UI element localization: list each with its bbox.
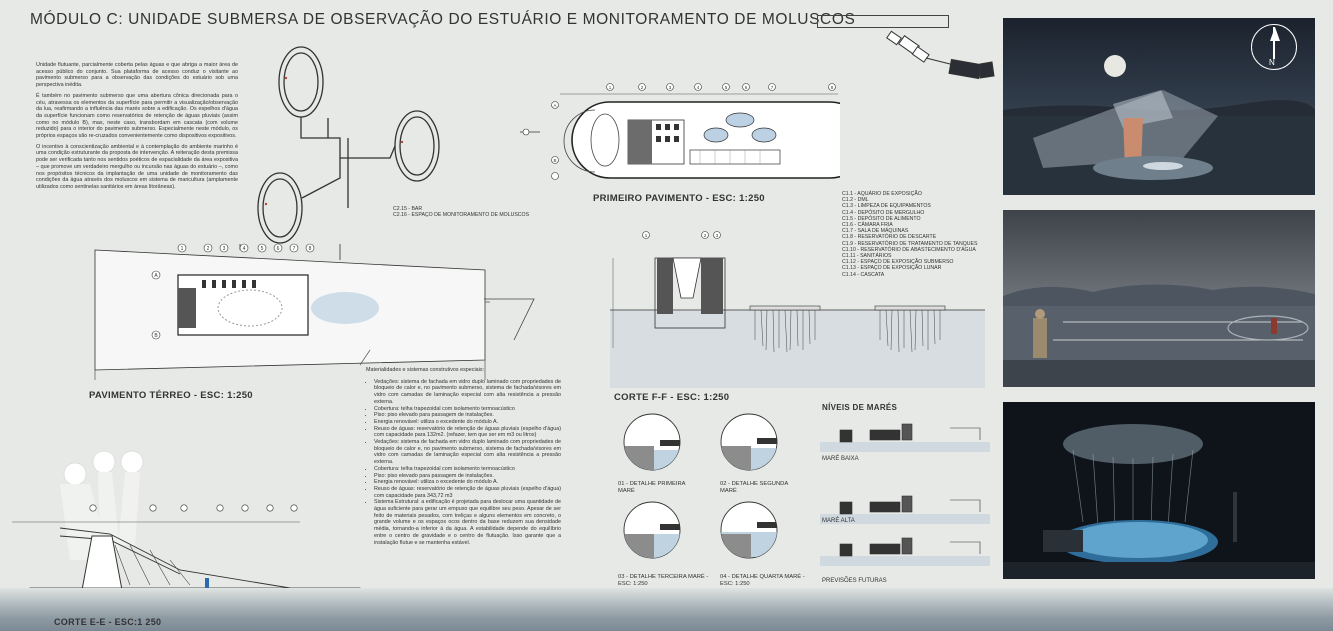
floor-legend-item: C1.5 - DEPÓSITO DE ALIMENTO <box>842 215 921 222</box>
materials-item: Energia renovável: utiliza o excedente d… <box>374 419 561 426</box>
first-floor-label: PRIMEIRO PAVIMENTO - ESC: 1:250 <box>593 193 765 204</box>
tide-level-label: MARÉ ALTA <box>822 518 855 524</box>
axis-label: 8 <box>309 246 312 252</box>
svg-text:7: 7 <box>771 85 774 90</box>
page-title: MÓDULO C: UNIDADE SUBMERSA DE OBSERVAÇÃO… <box>30 11 856 28</box>
detail-caption: 02 - DETALHE SEGUNDA MARÉ <box>720 481 788 494</box>
materials-item: Vedações: sistema de fachada em vidro du… <box>374 379 561 406</box>
tide-level-label: PREVISÕES FUTURAS <box>822 578 887 584</box>
floor-legend-item: C1.10 - RESERVATÓRIO DE ABASTECIMENTO D'… <box>842 246 976 253</box>
axis-label: A <box>154 273 158 279</box>
materials-item: Reuso de águas: reservatório de retenção… <box>374 426 561 439</box>
floor-legend-item: C1.1 - AQUÁRIO DE EXPOSIÇÃO <box>842 191 922 197</box>
section-ff-label: CORTE F-F - ESC: 1:250 <box>614 392 730 403</box>
floor-legend: C1.1 - AQUÁRIO DE EXPOSIÇÃO C1.2 - DML C… <box>842 191 977 278</box>
intro-paragraph: Unidade flutuante, parcialmente coberta … <box>36 62 238 89</box>
materials-item: Vedações: sistema de fachada em vidro du… <box>374 439 561 466</box>
svg-text:B: B <box>553 158 556 163</box>
floor-legend-item: C1.3 - LIMPEZA DE EQUIPAMENTOS <box>842 203 931 210</box>
detail-caption: 04 - DETALHE QUARTA MARÉ - ESC: 1:250 <box>720 574 805 587</box>
svg-text:A: A <box>553 103 556 108</box>
site-key-plan <box>886 30 995 80</box>
first-floor-plan: 1 2 3 4 5 6 7 8 A B <box>520 83 840 180</box>
svg-text:2: 2 <box>641 85 644 90</box>
axis-label: 5 <box>261 246 264 252</box>
floor-legend-item: C1.4 - DEPÓSITO DE MERGULHO <box>842 209 925 216</box>
ground-legend: C2.15 - BAR C2.16 - ESPAÇO DE MONITORAME… <box>393 206 529 218</box>
materials-heading: Materialidades e sistemas construtivos e… <box>366 367 485 373</box>
svg-text:2: 2 <box>704 233 707 238</box>
floor-legend-item: C1.6 - CÂMARA FRIA <box>842 222 893 229</box>
sea-strip <box>0 588 1333 631</box>
materials-item: Reuso de águas: reservatório de retenção… <box>374 486 561 499</box>
ground-floor-label: PAVIMENTO TÉRREO - ESC: 1:250 <box>89 390 253 401</box>
axis-label: 7 <box>293 246 296 252</box>
mollusc-farm-render <box>1003 210 1315 387</box>
north-compass-icon: N <box>1251 24 1297 70</box>
tide-details <box>623 413 778 559</box>
axis-label: 4 <box>243 246 246 252</box>
section-ee-label: CORTE E-E - ESC:1 250 <box>54 617 162 627</box>
ground-legend-item: C2.16 - ESPAÇO DE MONITORAMENTO DE MOLUS… <box>393 212 530 219</box>
underwater-exhibit-render <box>1003 402 1315 579</box>
svg-text:5: 5 <box>725 85 728 90</box>
floor-legend-item: C1.13 - ESPAÇO DE EXPOSIÇÃO LUNAR <box>842 265 942 272</box>
materials-item: Cobertura: telha trapezoidal com isolame… <box>374 406 561 413</box>
svg-text:6: 6 <box>745 85 748 90</box>
intro-text: Unidade flutuante, parcialmente coberta … <box>36 62 238 195</box>
detail-caption: 03 - DETALHE TERCEIRA MARÉ - ESC: 1:250 <box>618 574 709 587</box>
materials-item: Piso: piso elevado para passagem de inst… <box>374 412 561 419</box>
floor-legend-item: C1.11 - SANITÁRIOS <box>842 253 892 260</box>
floor-legend-item: C1.9 - RESERVATÓRIO DE TRATAMENTO DE TAN… <box>842 240 978 247</box>
axis-label: 6 <box>277 246 280 252</box>
mollusc-monitoring-plan <box>257 46 440 244</box>
floor-legend-item: C1.12 - ESPAÇO DE EXPOSIÇÃO SUBMERSO <box>842 259 954 266</box>
materials-item: Sistema Estrutural: a edificação é proje… <box>374 499 561 546</box>
floor-legend-item: C1.7 - SALA DE MÁQUINAS <box>842 228 909 235</box>
materials-item: Energia renovável: utiliza o excedente d… <box>374 479 561 486</box>
materials-item: Piso: piso elevado para passagem de inst… <box>374 473 561 480</box>
axis-label: B <box>154 333 158 339</box>
night-exterior-render: N <box>1003 18 1315 195</box>
svg-text:1: 1 <box>609 85 612 90</box>
intro-paragraph: É também no pavimento submerso que uma a… <box>36 92 238 140</box>
materials-block: Materialidades e sistemas construtivos e… <box>366 367 561 546</box>
axis-label: 3 <box>223 246 226 252</box>
svg-text:8: 8 <box>831 85 834 90</box>
floor-legend-item: C1.14 - CASCATA <box>842 271 885 278</box>
detail-caption: 01 - DETALHE PRIMEIRA MARÉ <box>618 481 686 494</box>
axis-label: 1 <box>181 246 184 252</box>
floor-legend-item: C1.2 - DML <box>842 197 869 204</box>
svg-text:1: 1 <box>645 233 648 238</box>
svg-text:3: 3 <box>716 233 719 238</box>
section-ee-drawing <box>0 450 365 600</box>
tide-levels-diagram <box>820 423 990 566</box>
svg-text:4: 4 <box>697 85 700 90</box>
axis-label: 2 <box>207 246 210 252</box>
access-bridge <box>484 298 535 341</box>
svg-text:3: 3 <box>669 85 672 90</box>
title-decoration <box>817 15 949 28</box>
ground-floor-plan: 1 2 3 4 5 6 7 8 A B <box>94 243 490 380</box>
floor-legend-item: C1.8 - RESERVATÓRIO DE DESCARTE <box>842 234 937 241</box>
intro-paragraph: O incentivo à conscientização ambiental … <box>36 143 238 190</box>
materials-item: Cobertura: telha trapezoidal com isolame… <box>374 466 561 473</box>
tide-level-label: MARÉ BAIXA <box>822 456 859 462</box>
compass-north-label: N <box>1269 58 1275 67</box>
ground-legend-item: C2.15 - BAR <box>393 206 423 212</box>
tide-levels-heading: NÍVEIS DE MARÉS <box>822 403 898 412</box>
section-ff-drawing: 1 2 3 <box>610 231 985 388</box>
